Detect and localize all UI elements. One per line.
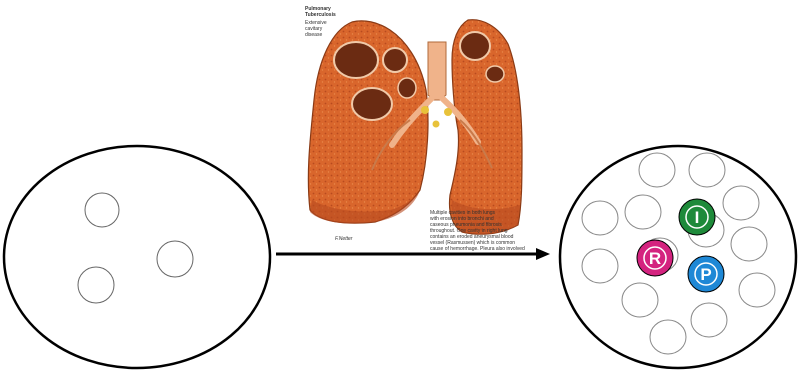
left-tissue-circle — [4, 146, 270, 368]
cavity — [352, 88, 392, 120]
cavity — [383, 48, 407, 72]
granuloma — [625, 195, 661, 229]
granuloma — [723, 186, 759, 220]
badge-p-letter: P — [700, 265, 711, 284]
granuloma — [650, 320, 686, 354]
illustration-subtitle: disease — [305, 32, 322, 38]
artist-signature: F.Netter — [335, 236, 353, 242]
badge-i-letter: I — [695, 208, 700, 227]
lymph-node — [421, 106, 429, 114]
cavity — [334, 42, 378, 78]
badge-p: P — [688, 256, 724, 292]
cavity — [460, 32, 490, 60]
illustration-title: Tuberculosis — [305, 12, 336, 18]
granuloma — [78, 267, 114, 303]
granuloma — [689, 153, 725, 187]
granuloma — [157, 241, 193, 277]
granuloma — [731, 227, 767, 261]
granuloma — [582, 201, 618, 235]
badge-i: I — [679, 199, 715, 235]
lung-illustration: Pulmonary Tuberculosis Extensive cavitar… — [295, 0, 535, 252]
badge-r: R — [637, 240, 673, 276]
granuloma — [639, 153, 675, 187]
cavity — [398, 78, 416, 98]
granuloma — [85, 193, 119, 227]
lymph-node — [444, 108, 452, 116]
trachea — [428, 42, 446, 100]
right-tissue-circle: I R P — [560, 146, 796, 368]
granuloma — [739, 273, 775, 307]
granuloma — [582, 249, 618, 283]
arrow-head — [536, 248, 550, 260]
lymph-node — [433, 121, 440, 128]
granuloma — [622, 283, 658, 317]
badge-r-letter: R — [649, 249, 661, 268]
granuloma — [691, 303, 727, 337]
left-circle-outline — [4, 146, 270, 368]
cavity — [486, 66, 504, 82]
illustration-caption: cause of hemorrhage. Pleura also involve… — [430, 246, 525, 252]
